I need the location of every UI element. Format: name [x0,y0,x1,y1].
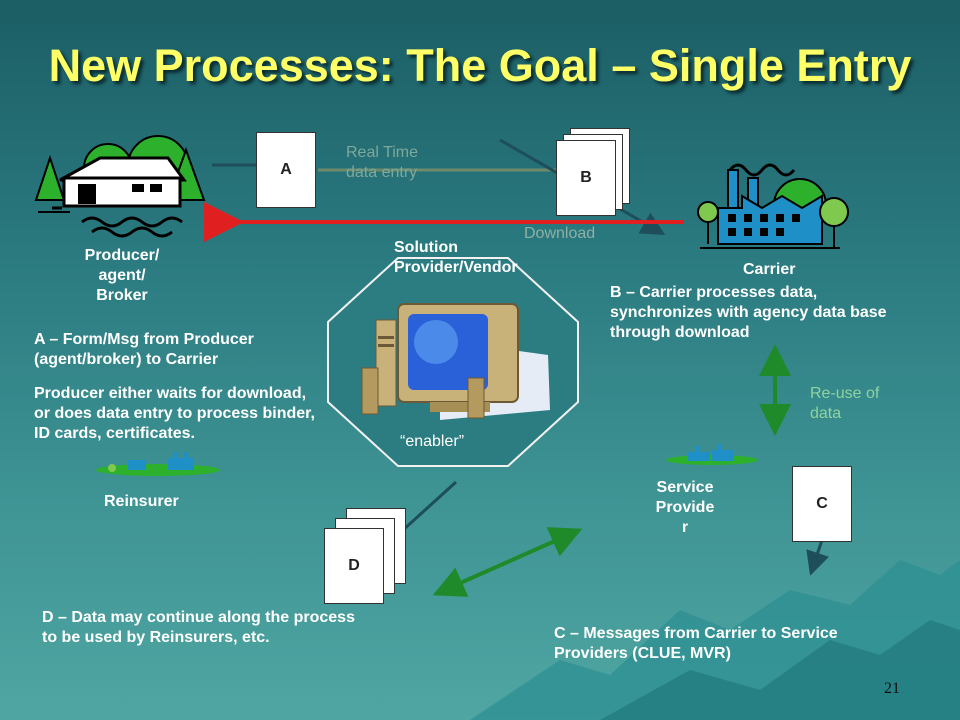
note-producer-line2: or does data entry to process binder, [34,405,315,422]
solution-provider-label: Solution Provider/Vendor [394,238,518,278]
note-producer-line3: ID cards, certificates. [34,425,195,442]
d-service-arrow [432,527,583,597]
service-label-line2: Provide [655,499,715,516]
document-b: B [556,140,616,216]
mountain-range-front [600,620,960,720]
solution-label-line1: Solution [394,239,458,256]
page-number: 21 [884,680,900,697]
document-b-label: B [580,169,592,186]
note-d-line1: D – Data may continue along the process [42,609,355,626]
reuse-label: Re-use of data [810,384,879,424]
note-c-line2: Providers (CLUE, MVR) [554,645,731,662]
producer-label-line1: Producer/ [84,247,160,264]
note-d-line2: to be used by Reinsurers, etc. [42,629,270,646]
reinsurer-icon [96,452,220,476]
note-producer-line1: Producer either waits for download, [34,385,307,402]
note-c: C – Messages from Carrier to Service Pro… [554,624,838,664]
note-a-line1: A – Form/Msg from Producer [34,331,254,348]
document-a-label: A [280,161,292,178]
note-b-line1: B – Carrier processes data, [610,284,818,301]
producer-label-line3: Broker [96,287,148,304]
note-b: B – Carrier processes data, synchronizes… [610,283,887,343]
document-c: C [792,466,852,542]
producer-label-line2: agent/ [98,267,146,284]
reinsurer-label: Reinsurer [104,493,179,510]
enabler-label: “enabler” [400,433,465,450]
solution-label-line2: Provider/Vendor [394,259,518,276]
service-label-line3: r [681,519,689,536]
service-label-line1: Service [656,479,714,496]
note-a-line2: (agent/broker) to Carrier [34,351,219,368]
note-d: D – Data may continue along the process … [42,608,355,648]
real-time-label: Real Time data entry [346,143,418,183]
producer-label: Producer/ agent/ Broker [60,246,184,306]
c-down-arrow [806,539,830,576]
real-time-label-line1: Real Time [346,144,419,161]
download-label: Download [524,225,596,242]
document-d-label: D [348,557,360,574]
producer-house-icon [34,135,206,238]
document-c-label: C [816,495,828,512]
reuse-label-line2: data [810,405,842,422]
real-time-label-line2: data entry [346,164,418,181]
carrier-label: Carrier [743,261,796,278]
service-provider-icon [666,444,758,465]
document-a: A [256,132,316,208]
document-d: D [324,528,384,604]
service-provider-label: Service Provide r [646,478,724,538]
computer-icon [361,303,550,420]
note-c-line1: C – Messages from Carrier to Service [554,625,838,642]
slide-title: New Processes: The Goal – Single Entry [48,40,912,91]
note-a: A – Form/Msg from Producer (agent/broker… [34,330,254,370]
note-b-line2: synchronizes with agency data base [610,304,887,321]
reuse-label-line1: Re-use of [810,385,880,402]
note-b-line3: through download [610,324,750,341]
note-producer: Producer either waits for download, or d… [34,384,315,444]
carrier-factory-icon [697,163,849,249]
